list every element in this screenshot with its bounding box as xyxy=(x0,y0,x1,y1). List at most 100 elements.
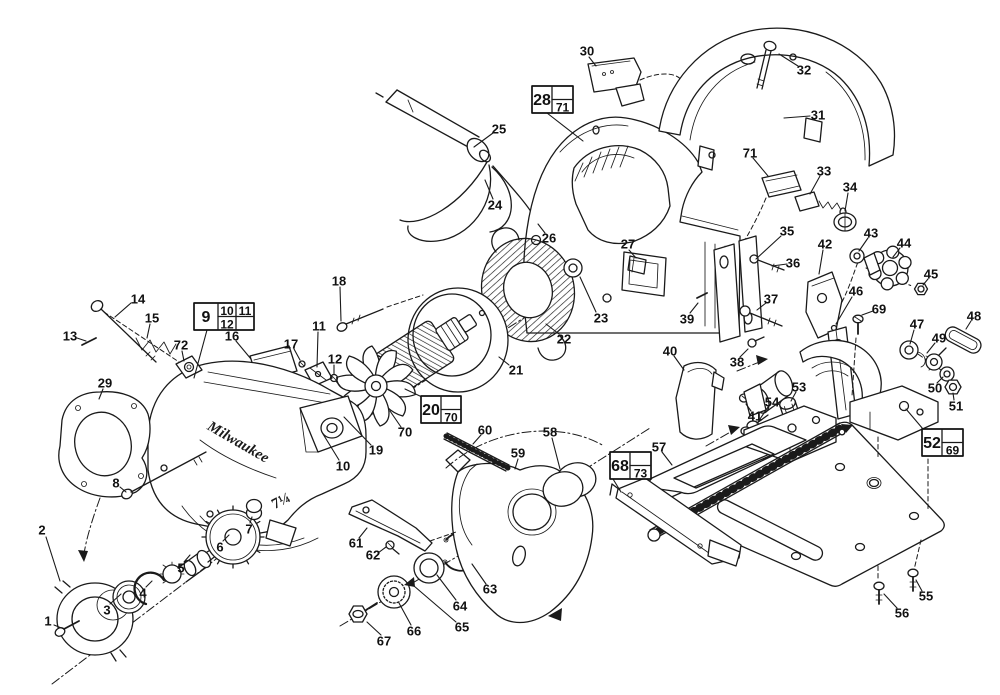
callout-55: 55 xyxy=(919,589,933,604)
svg-text:71: 71 xyxy=(556,100,570,114)
callout-45: 45 xyxy=(924,267,938,282)
callout-67: 67 xyxy=(377,634,391,649)
callout-12: 12 xyxy=(328,352,342,367)
callout-38: 38 xyxy=(730,355,744,370)
callout-70: 70 xyxy=(398,425,412,440)
callout-56: 56 xyxy=(895,606,909,621)
callout-71: 71 xyxy=(743,146,757,161)
callout-17: 17 xyxy=(284,337,298,352)
callout-42: 42 xyxy=(818,237,832,252)
field-stator xyxy=(480,227,576,361)
callout-26: 26 xyxy=(542,231,556,246)
callout-14: 14 xyxy=(131,292,146,307)
callout-29: 29 xyxy=(98,376,112,391)
callout-61: 61 xyxy=(349,536,363,551)
callout-44: 44 xyxy=(897,236,912,251)
callout-60: 60 xyxy=(478,423,492,438)
callout-49: 49 xyxy=(932,331,946,346)
wire xyxy=(407,164,492,242)
callout-30: 30 xyxy=(580,44,594,59)
callout-24: 24 xyxy=(488,198,503,213)
callout-63: 63 xyxy=(483,582,497,597)
callout-2: 2 xyxy=(38,523,45,538)
power-cord-assembly xyxy=(375,89,540,242)
assembly-box-28: 28 71 xyxy=(531,85,584,142)
callout-51: 51 xyxy=(949,399,963,414)
callout-1: 1 xyxy=(44,614,51,629)
callout-43: 43 xyxy=(864,226,878,241)
callout-64: 64 xyxy=(453,599,468,614)
carry-handle xyxy=(658,27,896,171)
gasket xyxy=(58,391,151,562)
callout-13: 13 xyxy=(63,329,77,344)
callout-11: 11 xyxy=(312,319,326,334)
callout-31: 31 xyxy=(811,108,825,123)
callout-6: 6 xyxy=(216,540,223,555)
wire xyxy=(489,166,512,233)
gear-case: Milwaukee 7¼ xyxy=(147,360,367,551)
callout-48: 48 xyxy=(967,309,981,324)
callout-23: 23 xyxy=(594,311,608,326)
support-brackets xyxy=(696,235,785,372)
callout-58: 58 xyxy=(543,425,557,440)
callout-32: 32 xyxy=(797,63,811,78)
callout-62: 62 xyxy=(366,548,380,563)
svg-text:73: 73 xyxy=(634,466,648,480)
callout-7: 7 xyxy=(245,522,252,537)
callout-16: 16 xyxy=(225,329,239,344)
callout-40: 40 xyxy=(663,344,677,359)
depth-adjust-lever xyxy=(348,432,511,555)
spindle-train xyxy=(54,300,265,662)
callout-22: 22 xyxy=(557,332,571,347)
svg-text:28: 28 xyxy=(533,92,551,109)
callout-15: 15 xyxy=(145,311,159,326)
callout-10: 10 xyxy=(336,459,350,474)
assembly-box-52: 52 69 xyxy=(905,408,964,457)
svg-text:10: 10 xyxy=(220,304,234,318)
svg-text:11: 11 xyxy=(239,304,252,318)
lower-guard xyxy=(445,449,597,624)
callout-46: 46 xyxy=(849,284,863,299)
callout-18: 18 xyxy=(332,274,346,289)
callout-37: 37 xyxy=(764,292,778,307)
callout-36: 36 xyxy=(786,256,800,271)
svg-text:52: 52 xyxy=(923,435,941,452)
callout-34: 34 xyxy=(843,180,858,195)
callout-39: 39 xyxy=(680,312,694,327)
callout-3: 3 xyxy=(103,603,110,618)
svg-text:70: 70 xyxy=(444,410,458,424)
callout-4: 4 xyxy=(139,586,147,601)
callout-65: 65 xyxy=(455,620,469,635)
callout-8: 8 xyxy=(112,476,119,491)
svg-text:9: 9 xyxy=(202,309,211,326)
callout-54: 54 xyxy=(765,395,780,410)
callout-66: 66 xyxy=(407,624,421,639)
callout-27: 27 xyxy=(621,237,635,252)
grip-ribs xyxy=(574,145,629,182)
callout-layer: 1234567810111213141516171819212223242526… xyxy=(38,44,981,649)
callout-53: 53 xyxy=(792,380,806,395)
armature-bearing-23 xyxy=(563,258,583,278)
callout-41: 41 xyxy=(748,409,762,424)
callout-47: 47 xyxy=(910,317,924,332)
switch-part-30 xyxy=(587,57,645,107)
callout-59: 59 xyxy=(511,446,525,461)
wire xyxy=(399,161,488,223)
blade-size-text: 7¼ xyxy=(269,490,293,513)
callout-21: 21 xyxy=(509,363,523,378)
svg-text:20: 20 xyxy=(422,402,440,419)
callout-57: 57 xyxy=(652,440,666,455)
handle-screw-32 xyxy=(756,40,777,90)
callout-33: 33 xyxy=(817,164,831,179)
gear-teeth xyxy=(201,505,265,569)
callout-72: 72 xyxy=(174,338,188,353)
brush-holder-27 xyxy=(627,255,647,275)
svg-text:69: 69 xyxy=(946,443,960,457)
brush-assembly xyxy=(761,170,857,232)
callout-19: 19 xyxy=(369,443,383,458)
